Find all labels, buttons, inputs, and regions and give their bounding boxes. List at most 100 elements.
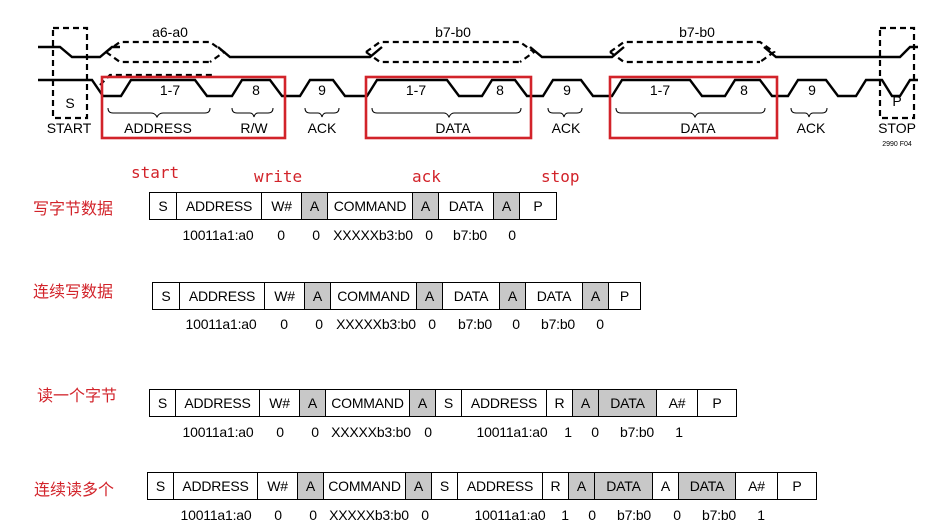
frame-cell: P <box>619 288 630 304</box>
protocol-frame-read-byte: S ADDRESS W# A COMMAND A S ADDRESS R A D… <box>149 389 737 417</box>
bus-label-data1: b7-b0 <box>435 24 471 40</box>
frame-cell: COMMAND <box>328 193 413 219</box>
frame-cell: S <box>436 390 462 416</box>
bottom-label: DATA <box>435 120 471 136</box>
scl-bit-label: 1-7 <box>650 82 670 98</box>
frame-cell: DATA <box>679 473 736 499</box>
frame-value: 10011a1:a0 <box>180 507 252 523</box>
frame-cell: A <box>569 473 595 499</box>
frame-cell: W# <box>262 193 302 219</box>
frame-cell: ADDRESS <box>462 390 547 416</box>
bus-label-data2: b7-b0 <box>679 24 715 40</box>
frame-cell: ADDRESS <box>177 193 262 219</box>
frame-cell: A <box>305 283 331 309</box>
bottom-label: R/W <box>240 120 268 136</box>
frame-value: 1 <box>564 424 572 440</box>
annotation-stop: stop <box>541 167 580 186</box>
scl-line <box>38 78 918 98</box>
scl-bit-label: 9 <box>563 82 571 98</box>
frame-value: XXXXXb3:b0 <box>333 227 413 243</box>
frame-cell: DATA <box>599 390 657 416</box>
sda-line <box>763 45 918 59</box>
frame-cell: ADDRESS <box>458 473 543 499</box>
frame-value: 0 <box>274 507 282 523</box>
scl-bit-label: 1-7 <box>406 82 426 98</box>
row-title-write-multi: 连续写数据 <box>33 282 114 301</box>
frame-value: 0 <box>508 227 516 243</box>
highlight-data2-box <box>608 75 779 140</box>
frame-value: 0 <box>277 227 285 243</box>
frame-value: 10011a1:a0 <box>185 316 257 332</box>
row-title-write-byte: 写字节数据 <box>33 199 114 218</box>
frame-values-read-multi: 10011a1:a0 0 0 XXXXXb3:b0 0 10011a1:a0 1… <box>0 507 948 525</box>
frame-cell: DATA <box>595 473 653 499</box>
frame-cell: A <box>417 283 443 309</box>
scl-bit-label: 1-7 <box>160 82 180 98</box>
scl-bit-label: 8 <box>740 82 748 98</box>
frame-cell: W# <box>265 283 305 309</box>
frame-cell: P <box>533 198 543 214</box>
row-title-read-byte: 读一个字节 <box>37 386 118 405</box>
annotation-ack: ack <box>412 167 441 186</box>
frame-cell: A# <box>657 390 698 416</box>
frame-value: 0 <box>588 507 596 523</box>
frame-value: 1 <box>675 424 683 440</box>
frame-cell: A <box>500 283 526 309</box>
frame-values-write-multi: 10011a1:a0 0 0 XXXXXb3:b0 0 b7:b0 0 b7:b… <box>0 316 948 334</box>
frame-cell: A <box>413 193 439 219</box>
frame-value: 0 <box>428 316 436 332</box>
frame-value: 10011a1:a0 <box>474 507 546 523</box>
frame-value: XXXXXb3:b0 <box>336 316 416 332</box>
annotation-write: write <box>254 167 303 186</box>
frame-cell: P <box>792 478 802 494</box>
frame-value: 0 <box>512 316 520 332</box>
scl-bit-label: 9 <box>808 82 816 98</box>
frame-cell: A <box>653 473 679 499</box>
scl-bit-label: 8 <box>252 82 260 98</box>
sda-line <box>529 46 625 59</box>
protocol-frame-read-multi: S ADDRESS W# A COMMAND A S ADDRESS R A D… <box>147 472 817 500</box>
sda-line <box>217 46 383 59</box>
frame-value: 0 <box>309 507 317 523</box>
frame-cell: S <box>148 473 174 499</box>
frame-cell: A <box>298 473 324 499</box>
frame-cell: P <box>712 395 722 411</box>
frame-cell: W# <box>260 390 300 416</box>
frame-cell: A <box>302 193 328 219</box>
frame-cell: A <box>494 193 520 219</box>
frame-cell: COMMAND <box>331 283 417 309</box>
annotation-start: start <box>131 163 180 182</box>
highlight-address-box <box>100 75 287 140</box>
stop-box-label: P <box>892 93 901 109</box>
frame-cell: S <box>153 283 180 309</box>
frame-cell: A# <box>736 473 778 499</box>
frame-value: 10011a1:a0 <box>182 227 254 243</box>
figure-code: 2990 F04 <box>882 141 912 148</box>
frame-value: b7:b0 <box>540 316 576 332</box>
frame-value: 0 <box>311 424 319 440</box>
frame-value: 0 <box>276 424 284 440</box>
frame-value: 1 <box>757 507 765 523</box>
frame-cell: DATA <box>526 283 583 309</box>
frame-value: b7:b0 <box>616 507 652 523</box>
bottom-label: DATA <box>680 120 716 136</box>
frame-value: 0 <box>312 227 320 243</box>
protocol-frame-write-multi: S ADDRESS W# A COMMAND A DATA A DATA A P <box>152 282 641 310</box>
frame-cell: DATA <box>443 283 500 309</box>
scl-bit-label: 9 <box>318 82 326 98</box>
highlight-data1-box <box>364 75 533 140</box>
frame-value: 0 <box>421 507 429 523</box>
start-box-label: S <box>65 95 74 111</box>
frame-cell: DATA <box>439 193 494 219</box>
highlight-boxes <box>100 75 779 140</box>
frame-cell: ADDRESS <box>180 283 265 309</box>
frame-cell: A <box>583 283 609 309</box>
frame-value: 0 <box>425 227 433 243</box>
bottom-label: START <box>47 120 92 136</box>
scl-bit-label: 8 <box>496 82 504 98</box>
bottom-label: ACK <box>797 120 826 136</box>
frame-value: XXXXXb3:b0 <box>331 424 411 440</box>
frame-value: 10011a1:a0 <box>476 424 548 440</box>
frame-cell: S <box>432 473 458 499</box>
frame-cell: A <box>573 390 599 416</box>
